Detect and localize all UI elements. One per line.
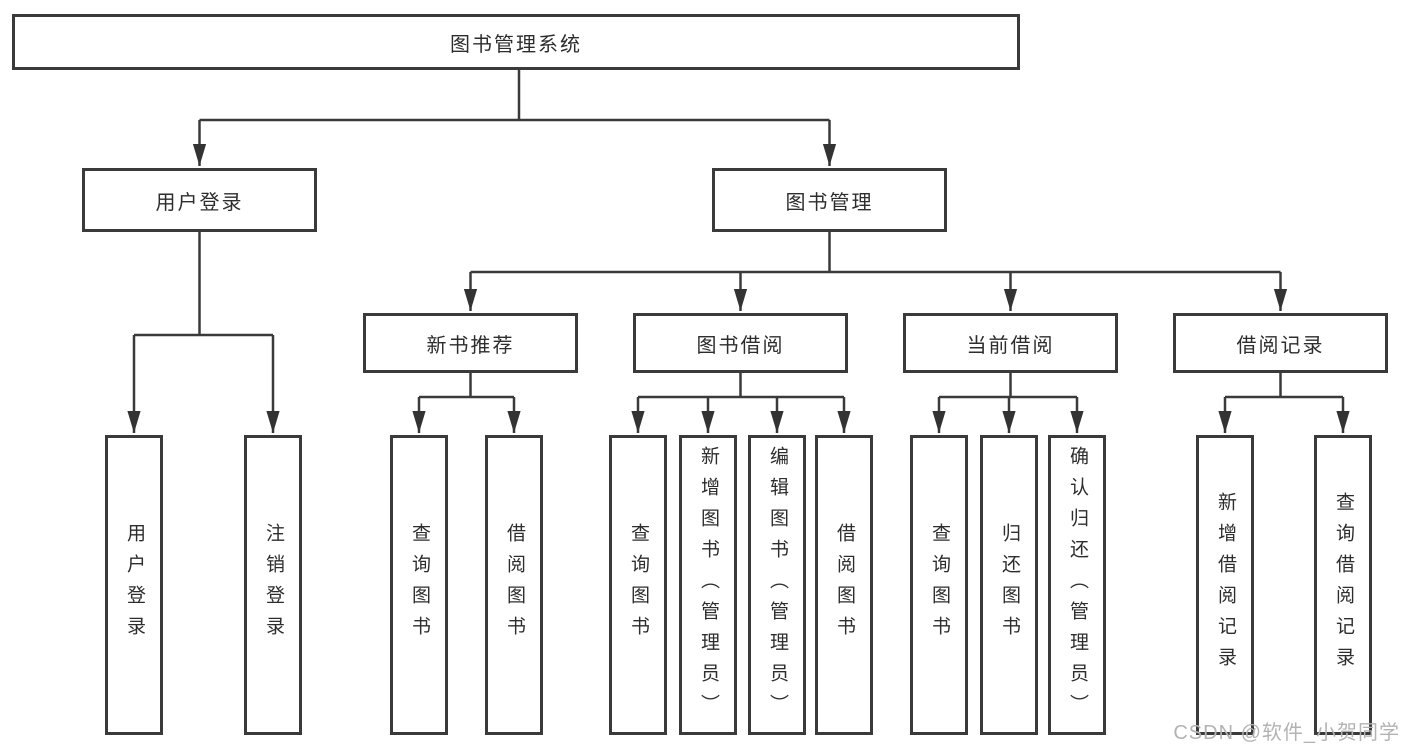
connector-recommend-trunk bbox=[419, 373, 514, 399]
leaf-recommend-borrow: 借阅图书 bbox=[485, 435, 543, 735]
leaf-record-query: 查询借阅记录 bbox=[1314, 435, 1372, 735]
node-book-borrow: 图书借阅 bbox=[633, 313, 848, 373]
leaf-record-add: 新增借阅记录 bbox=[1196, 435, 1254, 735]
connector-current-trunk bbox=[939, 373, 1077, 399]
node-user-login: 用户登录 bbox=[82, 168, 317, 232]
leaf-borrow-edit: 编辑图书（管理员） bbox=[748, 435, 806, 735]
leaf-current-query: 查询图书 bbox=[910, 435, 968, 735]
node-borrow-record: 借阅记录 bbox=[1173, 313, 1388, 373]
node-current-borrow: 当前借阅 bbox=[903, 313, 1118, 373]
leaf-borrow-add: 新增图书（管理员） bbox=[679, 435, 737, 735]
node-root: 图书管理系统 bbox=[12, 14, 1020, 70]
leaf-borrow-borrow: 借阅图书 bbox=[815, 435, 873, 735]
leaf-borrow-query: 查询图书 bbox=[609, 435, 667, 735]
connector-root-trunk bbox=[199, 70, 830, 122]
leaf-current-return: 归还图书 bbox=[980, 435, 1038, 735]
node-book-management: 图书管理 bbox=[712, 168, 947, 232]
leaf-user-login: 用户登录 bbox=[105, 435, 163, 735]
leaf-current-confirm: 确认归还（管理员） bbox=[1048, 435, 1106, 735]
leaf-logout: 注销登录 bbox=[244, 435, 302, 735]
csdn-watermark: CSDN @软件_小贺同学 bbox=[1173, 722, 1400, 744]
leaf-recommend-query: 查询图书 bbox=[390, 435, 448, 735]
node-new-book-recommend: 新书推荐 bbox=[363, 313, 578, 373]
connector-userlogin-trunk bbox=[134, 232, 273, 337]
connector-borrow-trunk bbox=[638, 373, 844, 399]
connector-bookmgmt-trunk bbox=[470, 232, 1281, 274]
connector-record-trunk bbox=[1225, 373, 1343, 399]
